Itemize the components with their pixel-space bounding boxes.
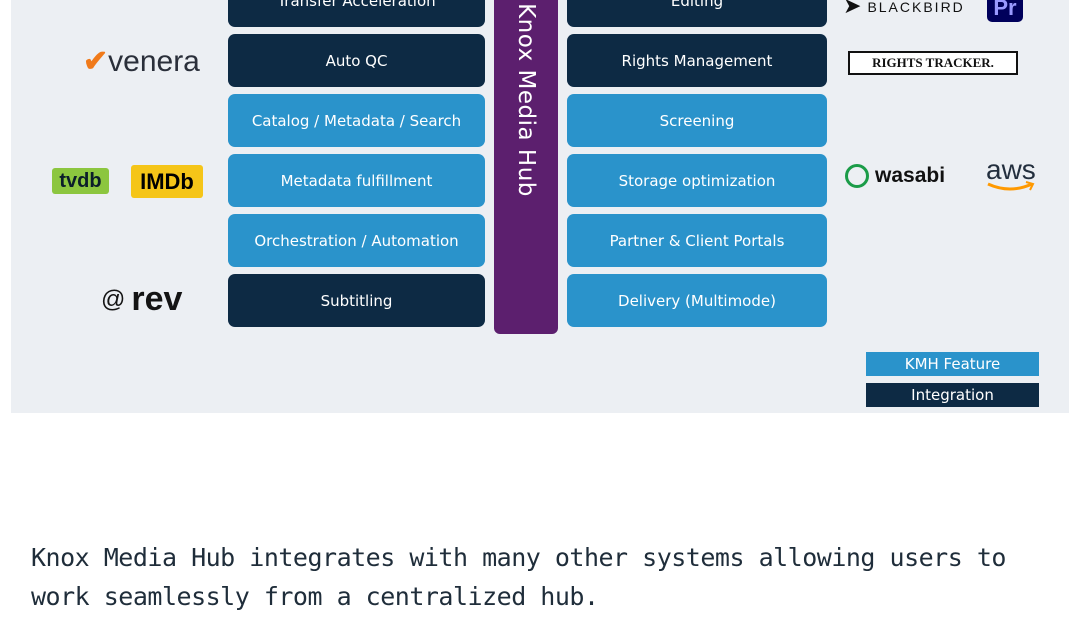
right-box-partner-client-portals: Partner & Client Portals: [567, 214, 827, 267]
right-box-rights-management: Rights Management: [567, 34, 827, 87]
right-box-editing: Editing: [567, 0, 827, 27]
left-box-catalog-metadata-search: Catalog / Metadata / Search: [228, 94, 485, 147]
right-box-screening: Screening: [567, 94, 827, 147]
left-box-subtitling: Subtitling: [228, 274, 485, 327]
wasabi-leaf-icon: [845, 164, 869, 188]
blackbird-logo: ➤ BLACKBIRD: [843, 0, 965, 19]
rev-logo: @rev: [101, 280, 183, 318]
aws-logo: aws: [986, 155, 1036, 193]
legend-kmh-feature: KMH Feature: [866, 352, 1039, 376]
wasabi-logo: wasabi: [845, 164, 945, 188]
left-box-auto-qc: Auto QC: [228, 34, 485, 87]
imdb-logo: IMDb: [131, 165, 203, 198]
tvdb-logo: tvdb: [52, 168, 109, 194]
knox-media-hub-bar: [494, 0, 558, 334]
integration-diagram: Transfer Acceleration Auto QC Catalog / …: [11, 0, 1069, 413]
left-box-orchestration-automation: Orchestration / Automation: [228, 214, 485, 267]
caption-text: Knox Media Hub integrates with many othe…: [31, 543, 1006, 611]
left-box-metadata-fulfillment: Metadata fulfillment: [228, 154, 485, 207]
venera-logo: ✔venera: [83, 45, 200, 78]
aws-smile-icon: [987, 181, 1035, 191]
right-box-storage-optimization: Storage optimization: [567, 154, 827, 207]
right-box-delivery-multimode: Delivery (Multimode): [567, 274, 827, 327]
rights-tracker-logo: RIGHTS TRACKER.: [848, 51, 1018, 75]
hub-label: Knox Media Hub: [513, 3, 539, 197]
bird-icon: ➤: [843, 0, 862, 19]
left-box-transfer-acceleration: Transfer Acceleration: [228, 0, 485, 27]
at-sign-icon: @: [101, 285, 126, 313]
legend-integration: Integration: [866, 383, 1039, 407]
premiere-pro-logo: Pr: [987, 0, 1023, 22]
